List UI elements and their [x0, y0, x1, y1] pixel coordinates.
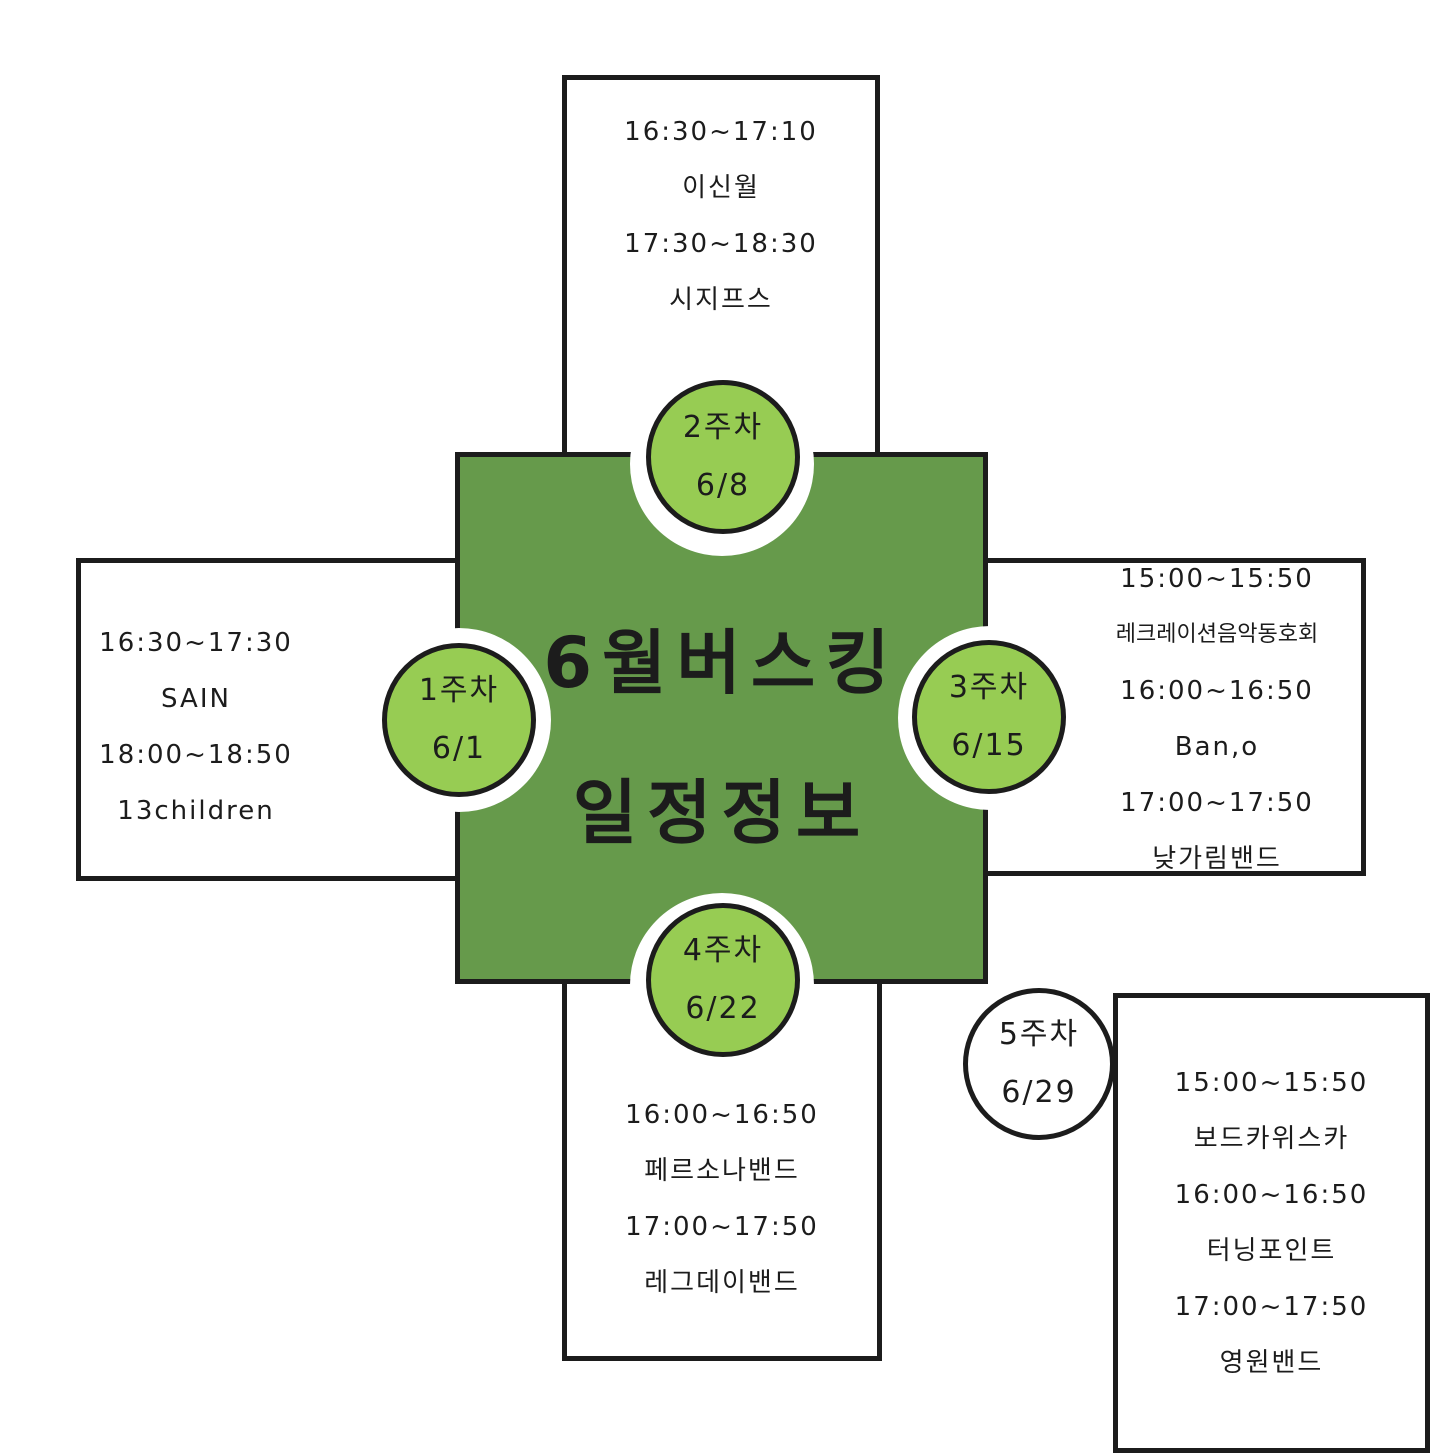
week-5-schedule-panel: 15:00~15:50 보드카위스카 16:00~16:50 터닝포인트 17:…: [1113, 993, 1430, 1453]
week-3-date: 6/15: [951, 728, 1027, 763]
week-5-time-3: 17:00~17:50: [1174, 1292, 1369, 1322]
week-5-label: 5주차: [998, 1017, 1080, 1052]
week-2-act-2: 시지프스: [669, 285, 773, 315]
week-5-time-1: 15:00~15:50: [1174, 1068, 1369, 1098]
week-5-act-1: 보드카위스카: [1193, 1124, 1350, 1154]
week-2-act-1: 이신월: [682, 173, 760, 203]
week-4-badge: 4주차 6/22: [646, 903, 800, 1057]
week-4-act-1: 페르소나밴드: [644, 1156, 800, 1186]
title-line-1: 6월버스킹: [543, 622, 900, 704]
week-5-time-2: 16:00~16:50: [1174, 1180, 1369, 1210]
week-4-act-2: 레그데이밴드: [644, 1268, 800, 1298]
week-5-badge: 5주차 6/29: [963, 988, 1115, 1140]
week-4-date: 6/22: [685, 991, 761, 1026]
week-4-time-1: 16:00~16:50: [625, 1100, 819, 1130]
week-5-act-2: 터닝포인트: [1206, 1236, 1337, 1266]
week-3-time-3: 17:00~17:50: [1120, 788, 1314, 818]
title-line-2: 일정정보: [572, 772, 871, 854]
week-1-date: 6/1: [431, 731, 487, 766]
week-1-time-2: 18:00~18:50: [99, 740, 293, 770]
week-3-time-2: 16:00~16:50: [1120, 676, 1314, 706]
week-3-label: 3주차: [948, 670, 1030, 705]
week-3-act-1: 레크레이션음악동호회: [1115, 622, 1319, 647]
week-2-time-2: 17:30~18:30: [624, 229, 818, 259]
week-3-act-2: Ban,o: [1174, 732, 1260, 762]
week-2-time-1: 16:30~17:10: [624, 117, 818, 147]
week-1-label: 1주차: [418, 673, 500, 708]
week-2-badge: 2주차 6/8: [646, 380, 800, 534]
week-5-act-3: 영원밴드: [1219, 1348, 1324, 1378]
week-3-act-3: 낮가림밴드: [1152, 844, 1282, 874]
week-1-badge: 1주차 6/1: [382, 643, 536, 797]
week-5-date: 6/29: [1001, 1075, 1077, 1110]
week-1-time-1: 16:30~17:30: [99, 628, 293, 658]
week-2-date: 6/8: [695, 468, 751, 503]
week-1-act-2: 13children: [117, 796, 275, 826]
week-1-act-1: SAIN: [161, 684, 231, 714]
week-3-badge: 3주차 6/15: [912, 640, 1066, 794]
week-2-label: 2주차: [682, 410, 764, 445]
week-4-label: 4주차: [682, 933, 764, 968]
week-4-time-2: 17:00~17:50: [625, 1212, 819, 1242]
week-3-time-1: 15:00~15:50: [1120, 564, 1314, 594]
